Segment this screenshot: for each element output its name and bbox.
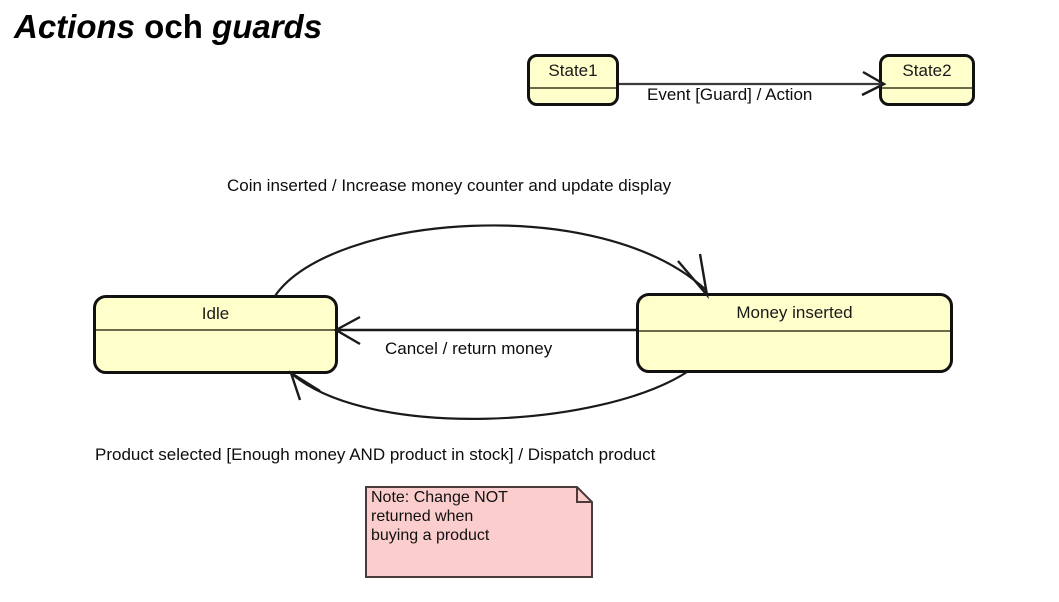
transition-label-product-selected: Product selected [Enough money AND produ…	[95, 445, 656, 464]
state-node-state1-label: State1	[548, 61, 598, 80]
page-title: Actions och guards	[14, 8, 322, 46]
state-node-idle[interactable]: Idle	[93, 295, 338, 374]
transition-product-selected-arrow	[288, 370, 688, 420]
note-box[interactable]: Note: Change NOT returned when buying a …	[365, 486, 593, 578]
state-node-money-inserted[interactable]: Money inserted	[636, 293, 953, 373]
transition-label-legend: Event [Guard] / Action	[647, 85, 813, 104]
transition-coin-inserted-arrow	[274, 224, 709, 300]
note-text: Note: Change NOT returned when buying a …	[371, 489, 508, 544]
state-compartment-divider	[882, 87, 972, 89]
state-compartment-divider	[639, 330, 950, 332]
transition-label-coin-inserted: Coin inserted / Increase money counter a…	[227, 176, 672, 195]
state-compartment-divider	[530, 87, 616, 89]
page-title-part-guards: guards	[212, 8, 323, 45]
page-title-part-och: och	[135, 8, 213, 45]
state-node-state2[interactable]: State2	[879, 54, 975, 106]
page-title-part-actions: Actions	[14, 8, 136, 45]
state-node-state1[interactable]: State1	[527, 54, 619, 106]
transition-label-cancel: Cancel / return money	[385, 339, 553, 358]
state-node-state2-label: State2	[902, 61, 952, 80]
state-node-idle-label: Idle	[201, 304, 230, 323]
state-node-money-inserted-label: Money inserted	[736, 303, 853, 322]
state-compartment-divider	[96, 329, 335, 331]
note-shape	[365, 486, 593, 578]
